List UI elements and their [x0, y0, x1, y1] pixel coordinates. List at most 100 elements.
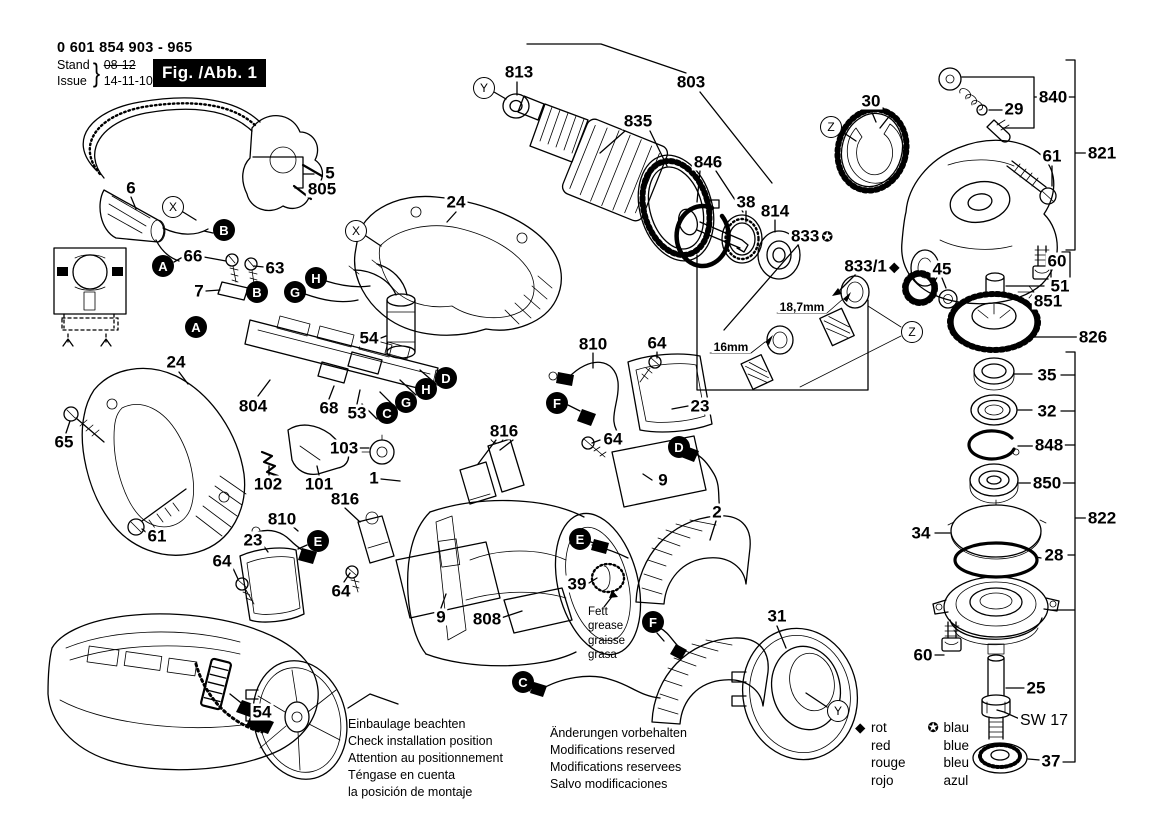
spindle-column-art — [932, 357, 1060, 774]
letter-marker-D: D — [668, 436, 690, 458]
star-icon: ✪ — [927, 720, 939, 735]
issue-label: Issue — [57, 73, 87, 88]
part-label-833: 833✪ — [788, 226, 836, 246]
part-label-840: 840 — [1036, 87, 1070, 107]
letter-marker-Y: Y — [473, 77, 495, 99]
bearing-variant-box-art — [696, 254, 902, 391]
motor-housing-art — [395, 435, 707, 667]
legend-blue: ✪ blau blue bleu azul — [927, 720, 970, 788]
part-label-805: 805 — [305, 179, 339, 199]
star-icon: ✪ — [821, 228, 834, 245]
part-label-54: 54 — [250, 702, 274, 722]
part-label-31: 31 — [765, 606, 789, 626]
part-label-24: 24 — [164, 352, 188, 372]
part-label-65: 65 — [52, 432, 76, 452]
diamond-icon: ◆ — [855, 720, 866, 735]
part-label-29: 29 — [1002, 99, 1026, 119]
part-label-23: 23 — [688, 396, 712, 416]
diamond-icon: ◆ — [888, 258, 900, 275]
part-label-810: 810 — [576, 334, 610, 354]
header: 0 601 854 903 - 965 Stand Issue } 08-12 … — [57, 40, 193, 89]
part-label-18-7mm: 18,7mm — [777, 300, 827, 314]
detent-parts-art — [938, 67, 1011, 143]
modifications-note: Änderungen vorbehalten Modifications res… — [550, 726, 687, 791]
old-issue-date: 08-12 — [103, 58, 136, 72]
figure-label: Fig. /Abb. 1 — [153, 59, 267, 87]
letter-marker-E: E — [569, 528, 591, 550]
part-label-16mm: 16mm — [711, 340, 751, 354]
letter-marker-H: H — [305, 267, 327, 289]
field-coil-art — [525, 446, 769, 725]
letter-marker-A: A — [185, 316, 207, 338]
bevel-gear-art — [902, 270, 1041, 353]
wiring-schematic-art — [53, 247, 127, 347]
part-label-102: 102 — [251, 474, 285, 494]
letter-marker-F: F — [546, 392, 568, 414]
part-label-51: 51 — [1048, 276, 1072, 296]
stand-label: Stand — [57, 58, 90, 72]
part-label-54: 54 — [357, 328, 381, 348]
left-handle-shell-art — [63, 367, 247, 556]
letter-marker-B: B — [213, 219, 235, 241]
letter-marker-X: X — [162, 196, 184, 218]
part-label-60: 60 — [911, 645, 935, 665]
part-label-7: 7 — [192, 281, 206, 301]
part-label-814: 814 — [758, 201, 792, 221]
power-cord-art — [82, 97, 324, 262]
part-label-822: 822 — [1085, 508, 1119, 528]
color-legend: ◆ rot red rouge rojo ✪ blau blue bleu az… — [855, 719, 969, 789]
part-label-5: 5 — [323, 163, 337, 183]
part-label-45: 45 — [930, 259, 954, 279]
letter-marker-G: G — [395, 391, 417, 413]
letter-marker-X: X — [345, 220, 367, 242]
part-label-68: 68 — [317, 398, 341, 418]
part-label-61: 61 — [145, 526, 169, 546]
part-label-9: 9 — [434, 607, 448, 627]
letter-marker-G: G — [284, 281, 306, 303]
part-label-9: 9 — [656, 470, 670, 490]
bearing-plate-art — [731, 627, 859, 761]
letter-marker-D: D — [435, 367, 457, 389]
part-label-32: 32 — [1035, 401, 1059, 421]
part-label-101: 101 — [302, 474, 336, 494]
legend-red: ◆ rot red rouge rojo — [855, 720, 906, 788]
letter-marker-B: B — [246, 281, 268, 303]
ring-stack-art — [674, 199, 801, 280]
part-label-848: 848 — [1032, 435, 1066, 455]
letter-marker-A: A — [152, 255, 174, 277]
part-label-833-1: 833/1◆ — [842, 256, 902, 276]
part-label-23: 23 — [241, 530, 265, 550]
letter-marker-Z: Z — [901, 321, 923, 343]
letter-marker-H: H — [415, 378, 437, 400]
letter-marker-Y: Y — [827, 700, 849, 722]
part-label-38: 38 — [734, 192, 758, 212]
part-label-53: 53 — [345, 403, 369, 423]
part-label-804: 804 — [236, 396, 270, 416]
part-label-66: 66 — [181, 246, 205, 266]
part-label-1: 1 — [367, 468, 381, 488]
part-label-826: 826 — [1076, 327, 1110, 347]
letter-marker-C: C — [376, 402, 398, 424]
part-label-851: 851 — [1031, 291, 1065, 311]
installation-note: Einbaulage beachten Check installation p… — [348, 717, 503, 799]
leader-lines — [65, 43, 1091, 763]
letter-marker-Z: Z — [820, 116, 842, 138]
part-label-835: 835 — [621, 111, 655, 131]
part-label-28: 28 — [1042, 545, 1066, 565]
part-label-816: 816 — [328, 489, 362, 509]
document-part-number: 0 601 854 903 - 965 — [57, 40, 193, 56]
part-label-25: 25 — [1024, 678, 1048, 698]
part-label-6: 6 — [124, 178, 138, 198]
part-label-64: 64 — [645, 333, 669, 353]
part-label-63: 63 — [263, 258, 287, 278]
covers-art — [235, 353, 713, 623]
part-label-SW-17: SW 17 — [1017, 712, 1071, 729]
grease-note: Fett grease graisse grasa — [588, 606, 626, 662]
brush-holder-art — [251, 361, 623, 564]
part-label-846: 846 — [691, 152, 725, 172]
part-label-808: 808 — [470, 609, 504, 629]
spur-gear-art — [834, 106, 910, 194]
letter-marker-E: E — [307, 530, 329, 552]
